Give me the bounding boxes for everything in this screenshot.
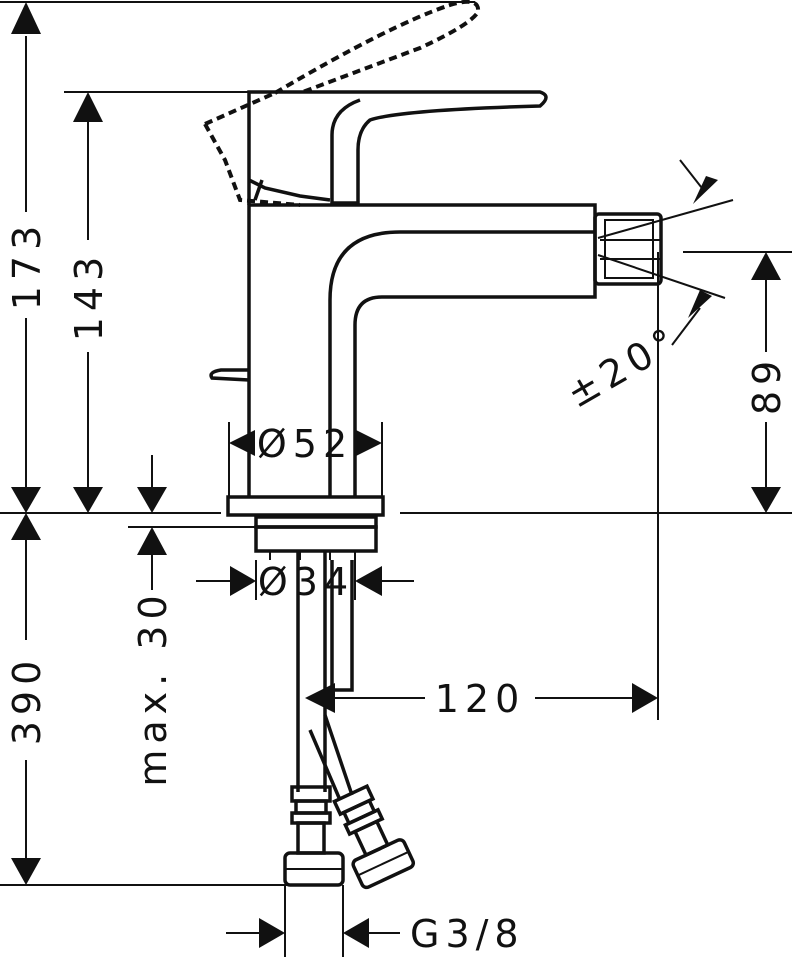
dimension-173: 173 [0,1,475,513]
handle-closed [247,90,548,205]
dimension-390: 390 [0,513,290,886]
dim-spout-height-label: 89 [745,355,789,415]
handle-open-dashed [203,0,481,207]
dim-connection-thread-label: G3/8 [410,912,525,956]
dimension-120: 120 [305,252,659,721]
dim-body-diameter-label: Ø52 [257,422,353,466]
dimension-89: 89 [683,251,792,513]
dimension-d34: Ø34 [196,560,414,604]
dim-below-deck-label: 390 [5,655,49,746]
dim-spout-reach-label: 120 [435,677,526,721]
supply-hoses [283,551,416,890]
dim-shank-diameter-label: Ø34 [258,560,354,604]
dimension-d52: Ø52 [228,422,383,497]
dimension-swivel-angle: ±20° [559,159,734,417]
dim-swivel-angle-label: ±20° [559,317,688,417]
faucet-body [209,203,663,692]
dimension-143: 143 [64,91,249,513]
dim-max-deck-label: max. 30 [131,589,175,786]
dim-handle-height-label: 143 [67,251,111,342]
dimension-max-30: max. 30 [128,455,256,787]
dim-total-height-label: 173 [5,220,49,311]
dimension-g38: G3/8 [226,885,525,957]
